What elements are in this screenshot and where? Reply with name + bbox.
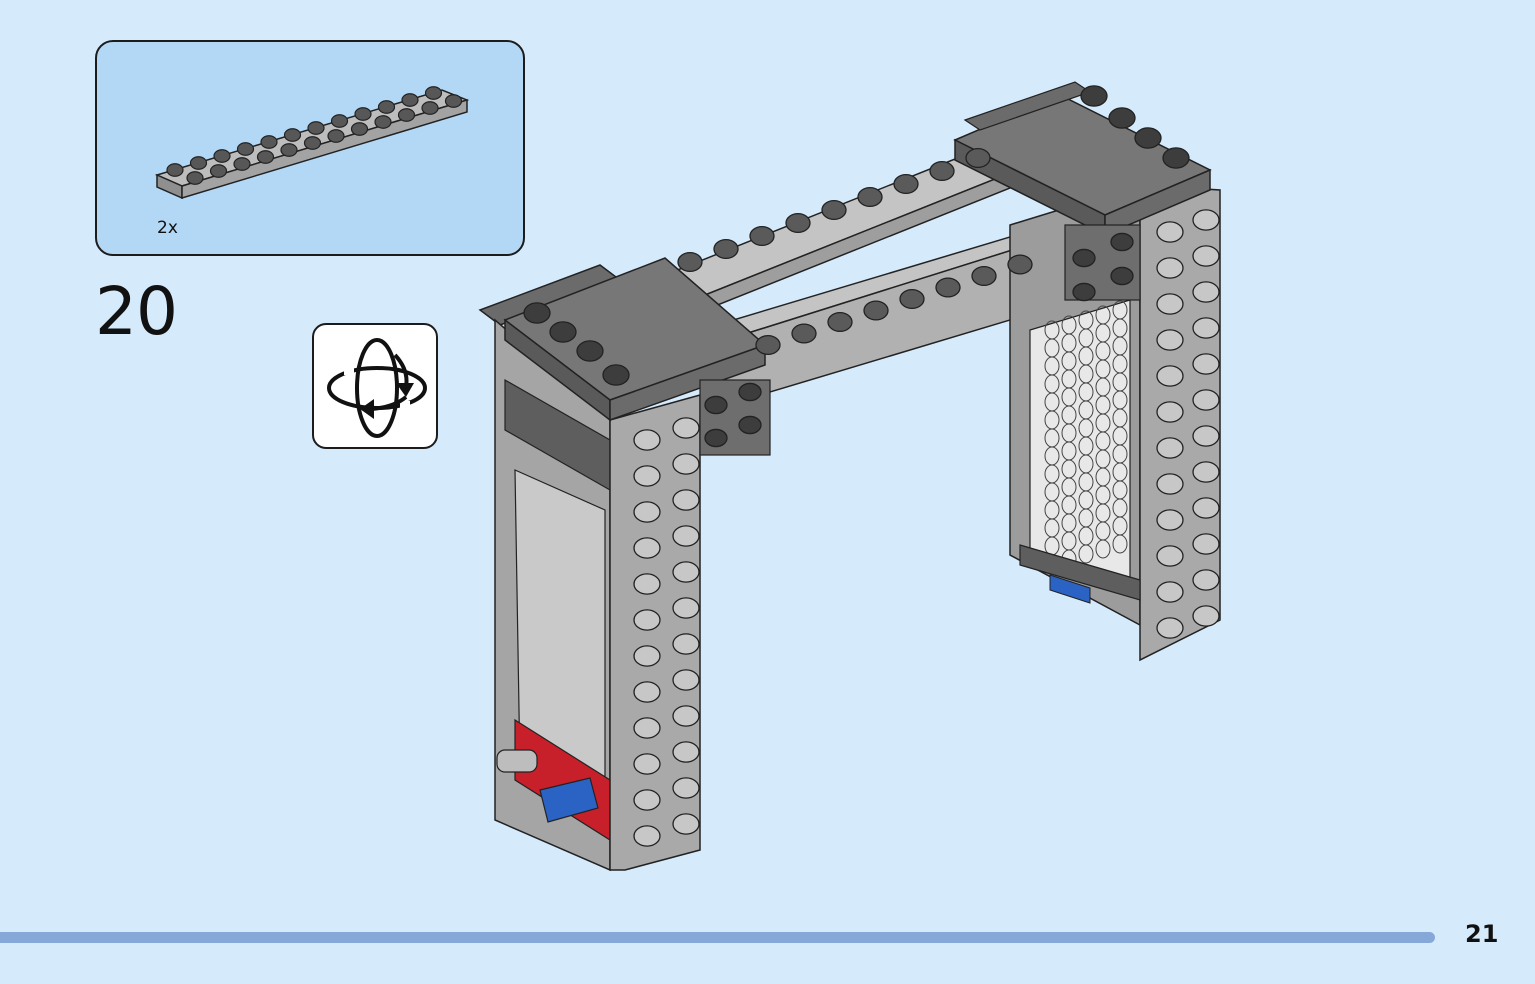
rotate-indicator <box>312 323 438 449</box>
parts-callout: 2x <box>95 40 525 256</box>
gray-plate-2x12-icon <box>154 86 470 200</box>
part-quantity-label: 2x <box>157 218 178 238</box>
page-progress-bar <box>0 932 1435 943</box>
step-number: 20 <box>95 273 178 350</box>
rotate-model-icon <box>327 338 427 438</box>
page-number: 21 <box>1465 920 1499 948</box>
